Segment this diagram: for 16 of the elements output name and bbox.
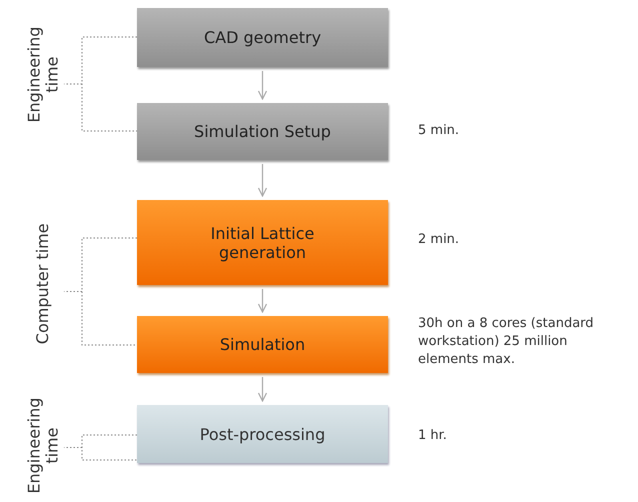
duration-note: 30h on a 8 cores (standard workstation) 25 million elements max. [418, 315, 595, 370]
process-box: Post-processing [137, 405, 388, 463]
process-box: Simulation Setup [137, 103, 388, 160]
arrow [258, 71, 268, 100]
duration-note: 1 hr. [418, 427, 447, 445]
phase-label: Engineering time [25, 396, 61, 496]
process-box: CAD geometry [137, 8, 388, 67]
phase-label: Engineering time [25, 26, 61, 125]
arrow [258, 289, 268, 313]
arrow [258, 164, 268, 197]
duration-note: 5 min. [418, 122, 460, 140]
process-box: Simulation [137, 316, 388, 373]
arrow [258, 377, 268, 402]
duration-note: 2 min. [418, 231, 460, 249]
process-box: Initial Lattice generation [137, 200, 388, 285]
phase-label: Computer time [34, 222, 52, 346]
